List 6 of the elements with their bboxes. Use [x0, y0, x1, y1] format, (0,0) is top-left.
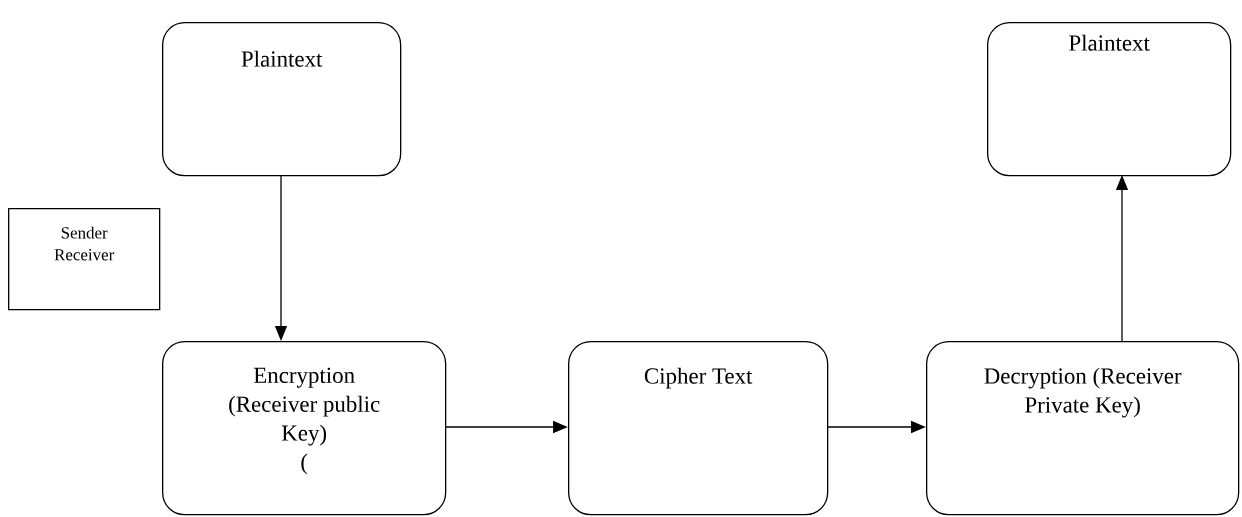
process-box: Plaintext — [987, 22, 1232, 177]
process-box: Encryption (Receiver public Key) ( — [162, 341, 447, 516]
process-box: Decryption (Receiver Private Key) — [926, 341, 1240, 516]
process-box: Plaintext — [162, 22, 402, 177]
process-box: Cipher Text — [568, 341, 829, 516]
label-box: Sender Receiver — [8, 208, 161, 311]
